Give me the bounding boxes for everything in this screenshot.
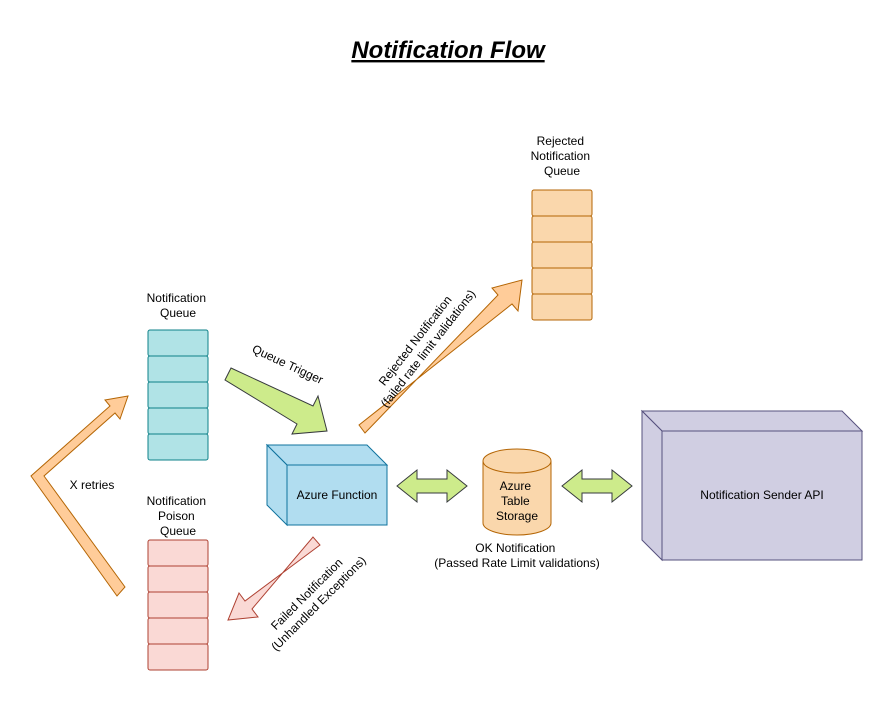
failed-arrow-label: Failed Notification (Unhandled Exception…	[258, 543, 369, 654]
poison-queue[interactable]	[147, 539, 209, 671]
queue-trigger-arrow[interactable]	[224, 367, 328, 435]
diagram-title: Notification Flow	[351, 37, 546, 64]
queue-trigger-label: Queue Trigger	[250, 342, 325, 387]
queue-cell	[147, 329, 209, 357]
sender-api-top	[640, 410, 864, 432]
queue-cell	[531, 241, 593, 269]
sender-api-side	[641, 409, 663, 562]
table-storage-label: Azure Table Storage	[496, 479, 538, 523]
azure-function-label: Azure Function	[297, 488, 378, 502]
sender-api-label: Notification Sender API	[700, 488, 823, 502]
azure-function-box[interactable]: Azure Function	[265, 443, 389, 527]
notification-queue[interactable]	[147, 329, 209, 461]
failed-arrow[interactable]	[227, 536, 321, 621]
queue-cell	[147, 565, 209, 593]
table-storage-body	[482, 461, 552, 536]
queue-cell	[531, 293, 593, 321]
queue-cell	[147, 355, 209, 383]
storage-api-double-arrow[interactable]	[561, 468, 633, 504]
queue-cell	[147, 591, 209, 619]
rejected-queue[interactable]	[531, 189, 593, 321]
function-storage-double-arrow[interactable]	[396, 468, 468, 504]
ok-notification-label: OK Notification (Passed Rate Limit valid…	[434, 541, 599, 570]
queue-cell	[147, 617, 209, 645]
poison-queue-label: Notification Poison Queue	[147, 494, 210, 538]
retries-arrow[interactable]	[30, 395, 129, 597]
queue-cell	[147, 407, 209, 435]
rejected-queue-label: Rejected Notification Queue	[531, 134, 594, 178]
queue-cell	[147, 643, 209, 671]
table-storage-cylinder[interactable]: Azure Table Storage	[482, 448, 552, 536]
azure-function-top	[265, 444, 389, 466]
queue-cell	[531, 267, 593, 295]
queue-cell	[147, 539, 209, 567]
azure-function-front	[286, 464, 388, 526]
queue-cell	[147, 433, 209, 461]
queue-cell	[531, 215, 593, 243]
notification-queue-label: Notification Queue	[147, 291, 210, 320]
rejected-arrow[interactable]	[358, 279, 523, 434]
sender-api-box[interactable]: Notification Sender API	[640, 409, 864, 562]
table-storage-top	[482, 448, 552, 474]
queue-cell	[531, 189, 593, 217]
retries-label: X retries	[70, 478, 115, 492]
sender-api-front	[661, 430, 863, 561]
queue-cell	[147, 381, 209, 409]
